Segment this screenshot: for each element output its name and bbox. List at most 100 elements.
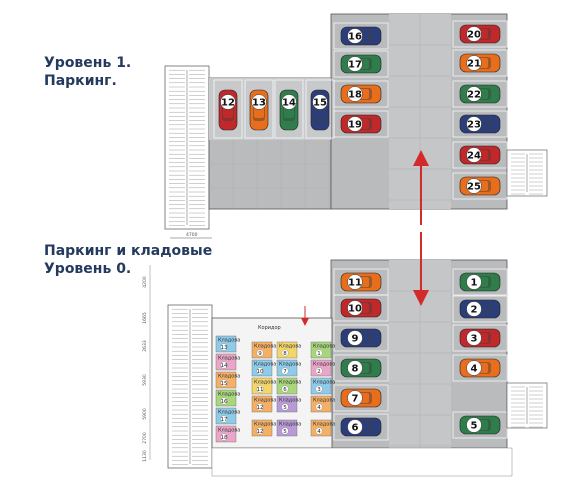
- car-number: 11: [348, 278, 362, 289]
- car-number-badge: [466, 116, 482, 132]
- parking-spot-4: 4: [459, 358, 501, 378]
- parking-spot-22: 22: [459, 84, 501, 104]
- storage-cell-number: 3: [317, 387, 321, 393]
- car-number: 7: [352, 394, 359, 405]
- storage-cell-number: 10: [257, 369, 264, 375]
- parking-spot-6: 6: [340, 417, 382, 437]
- storage-cell-number: 11: [257, 387, 264, 393]
- storage-cell-label: Кладова: [218, 428, 240, 434]
- storage-cell-label: Кладова: [218, 374, 240, 380]
- car-number: 19: [348, 120, 362, 131]
- parking-spot-17: 17: [340, 54, 382, 74]
- car-number-badge: [466, 86, 482, 102]
- parking-spot-23: 23: [459, 114, 501, 134]
- parking-spot-13: 13: [249, 89, 269, 131]
- storage-cell-label: Кладова: [218, 356, 240, 362]
- car-number-badge: [466, 55, 482, 71]
- car-number-badge: [466, 330, 482, 346]
- parking-spot-14: 14: [279, 89, 299, 131]
- car-number: 10: [348, 304, 362, 315]
- parking-spot-8: 8: [340, 358, 382, 378]
- storage-cell-label: Кладова: [254, 362, 276, 368]
- dimension-side-label: 2633: [142, 340, 148, 352]
- storage-cell-number: 2: [317, 369, 321, 375]
- parking-spot-10: 10: [340, 298, 382, 318]
- storage-cell-number: 18: [221, 435, 228, 441]
- dimension-top: 4700: [170, 232, 212, 239]
- car-number: 4: [471, 364, 478, 375]
- storage-cell-label: Кладова: [218, 410, 240, 416]
- storage-cell-number: 9: [258, 351, 262, 357]
- parking-spot-11: 11: [340, 272, 382, 292]
- parking-spot-2: 2: [459, 299, 501, 319]
- parking-spot-18: 18: [340, 84, 382, 104]
- parking-spot-21: 21: [459, 53, 501, 73]
- car-number-badge: [466, 178, 482, 194]
- parking-spot-24: 24: [459, 145, 501, 165]
- level0-left-staircase: [167, 304, 213, 469]
- car-number-badge: [281, 94, 297, 110]
- dimension-side-label: 1665: [142, 312, 148, 324]
- parking-spot-20: 20: [459, 24, 501, 44]
- car-number-badge: [466, 274, 482, 290]
- parking-spot-1: 1: [459, 272, 501, 292]
- car-number: 21: [467, 59, 481, 70]
- storage-cell-label: Кладова: [218, 392, 240, 398]
- dimension-side-label: 2700: [142, 432, 148, 444]
- parking-spot-3: 3: [459, 328, 501, 348]
- storage-cell-number: 16: [221, 399, 228, 405]
- corridor-label: Коридор: [258, 325, 281, 331]
- car-number: 17: [348, 60, 362, 71]
- storage-cell-label: Кладова: [279, 422, 301, 428]
- level0-title: Паркинг и кладовые Уровень 0.: [44, 242, 212, 278]
- level0-title-line1: Паркинг и кладовые: [44, 243, 213, 259]
- car-number-badge: [347, 56, 363, 72]
- car-number-badge: [347, 390, 363, 406]
- car-number-badge: [347, 300, 363, 316]
- car-number-badge: [347, 28, 363, 44]
- car-number-badge: [466, 301, 482, 317]
- car-number: 20: [467, 30, 481, 41]
- storage-cell-number: 4: [317, 405, 321, 411]
- storage-cell-number: 12: [257, 405, 264, 411]
- car-number: 8: [352, 364, 359, 375]
- level0-title-line2: Уровень 0.: [44, 261, 132, 277]
- storage-cell-number: 5: [283, 405, 287, 411]
- car-number: 25: [467, 182, 481, 193]
- storage-cell-number: 14: [221, 363, 228, 369]
- car-number: 15: [313, 98, 327, 109]
- storage-cell-label: Кладова: [254, 380, 276, 386]
- car-number-badge: [466, 147, 482, 163]
- level1-left-staircase: [164, 65, 210, 230]
- storage-cell-number: 1: [317, 351, 321, 357]
- car-number: 3: [471, 334, 478, 345]
- dimension-side-label: 5930: [142, 374, 148, 386]
- dimension-top-label: 4700: [186, 232, 198, 238]
- storage-cell-number: 6: [283, 387, 287, 393]
- car-number-badge: [312, 94, 328, 110]
- storage-cell-number: 15: [221, 381, 228, 387]
- car-number: 14: [282, 98, 296, 109]
- car-number-badge: [347, 419, 363, 435]
- car-number: 22: [467, 90, 481, 101]
- storage-cell-label: Кладова: [313, 422, 335, 428]
- car-number: 23: [467, 120, 481, 131]
- storage-cell-label: Кладова: [254, 344, 276, 350]
- parking-spot-9: 9: [340, 328, 382, 348]
- car-number-badge: [347, 86, 363, 102]
